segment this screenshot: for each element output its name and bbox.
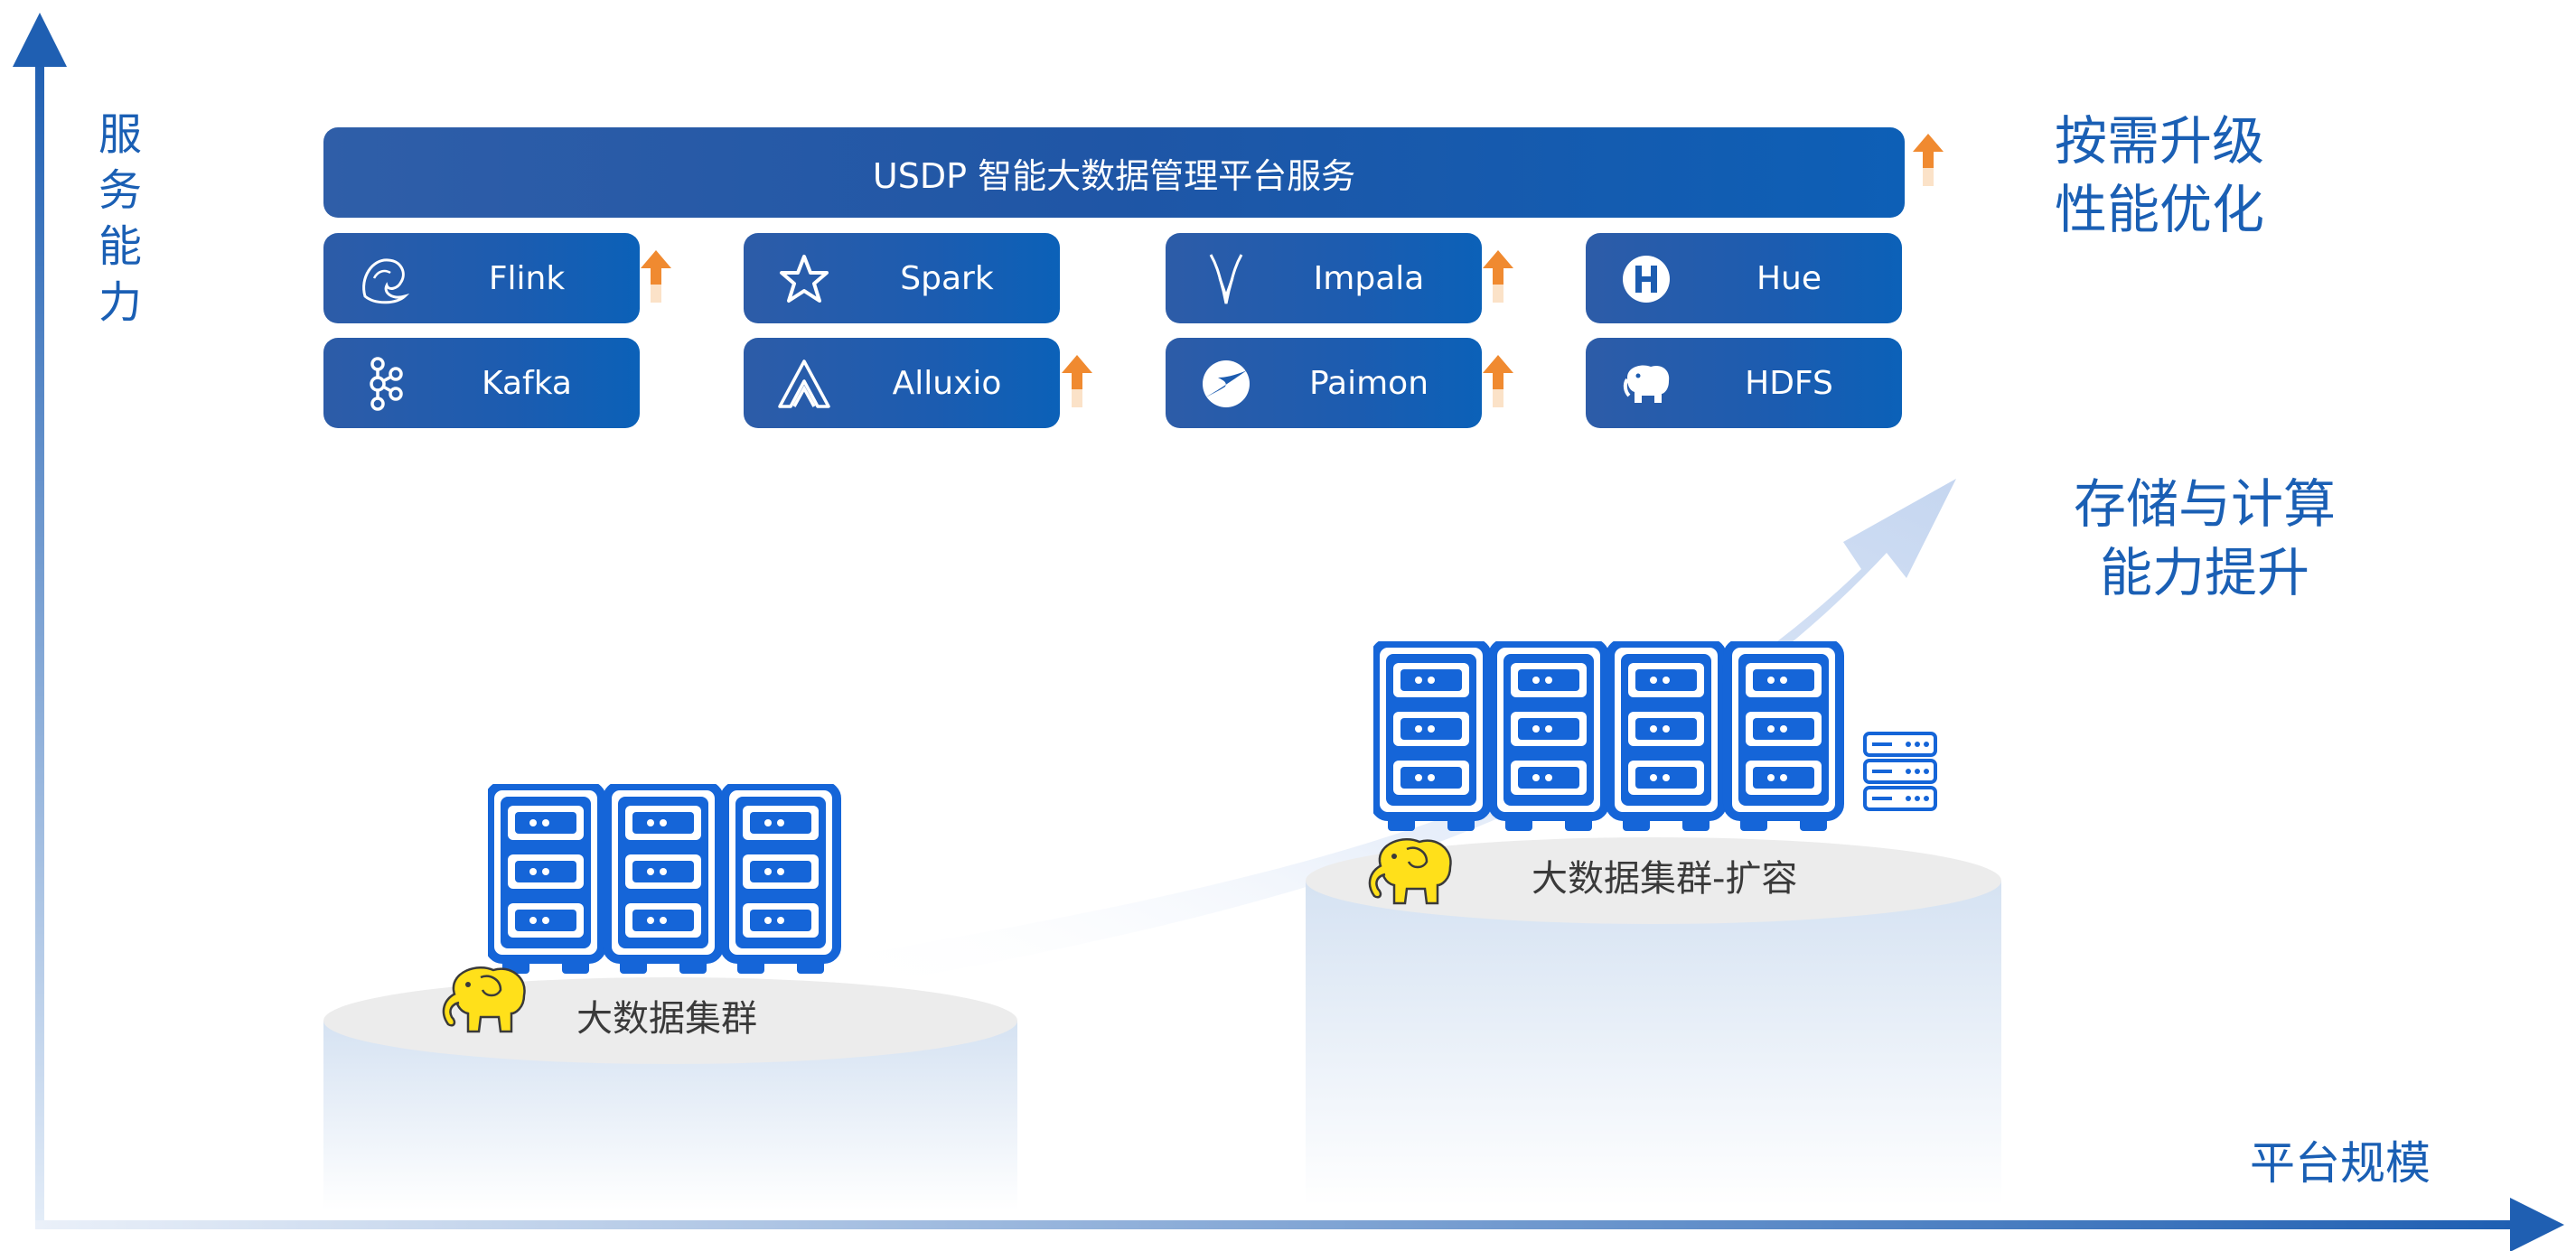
component-label: Impala [1313,259,1425,297]
expanded-cluster-label: 大数据集群-扩容 [1532,858,1798,900]
expanded-platform-top [1306,837,2001,924]
component-label: Hue [1756,259,1822,297]
component-alluxio: Alluxio [744,338,1060,428]
component-impala: Impala [1166,233,1482,323]
component-hue: Hue [1586,233,1902,323]
component-kafka: Kafka [323,338,640,428]
upgrade-arrow-icon [1913,134,1944,186]
upgrade-note: 按需升级 性能优化 [2054,110,2264,240]
platform-service-bar: USDP 智能大数据管理平台服务 [323,127,1905,218]
hue-logo-icon [1623,256,1670,303]
hadoop-elephant-icon [1368,837,1452,905]
base-server-racks [488,784,849,978]
kafka-nodes-icon [370,357,403,411]
component-label: Spark [900,259,994,297]
y-axis-arrowhead [13,13,67,67]
component-label: Flink [488,259,566,297]
upgrade-arrow-icon [1062,355,1092,407]
component-hdfs: HDFS [1586,338,1902,428]
star-icon [780,255,829,303]
expanded-platform-body [1306,881,2001,1206]
component-paimon: Paimon [1166,338,1482,428]
hadoop-elephant-icon [442,966,526,1033]
upgrade-arrow-icon [1483,355,1513,407]
elephant-icon [1623,365,1670,403]
component-label: Kafka [482,364,572,402]
x-axis-arrowhead [2510,1198,2564,1251]
component-label: HDFS [1745,364,1833,402]
squirrel-icon [362,258,410,304]
x-axis-label: 平台规模 [2250,1137,2431,1190]
component-spark: Spark [744,233,1060,323]
paimon-logo-icon [1203,360,1250,407]
antelope-icon [1209,254,1243,304]
component-flink: Flink [323,233,640,323]
base-cluster-label: 大数据集群 [576,998,757,1040]
growth-arrow [840,479,1956,989]
upgrade-arrow-icon [1483,250,1513,303]
expanded-server-racks [1373,641,1852,836]
storage-server-icon [1863,732,1937,811]
upgrade-arrow-icon [641,250,671,303]
component-label: Paimon [1308,364,1429,402]
x-axis [35,1220,2511,1229]
capacity-note: 存储与计算 能力提升 [2073,473,2336,603]
y-axis [35,54,44,1228]
component-label: Alluxio [892,364,1002,402]
y-axis-label: 服 务 能 力 [98,109,142,328]
platform-service-label: USDP 智能大数据管理平台服务 [872,155,1356,196]
alluxio-logo-icon [778,359,830,408]
